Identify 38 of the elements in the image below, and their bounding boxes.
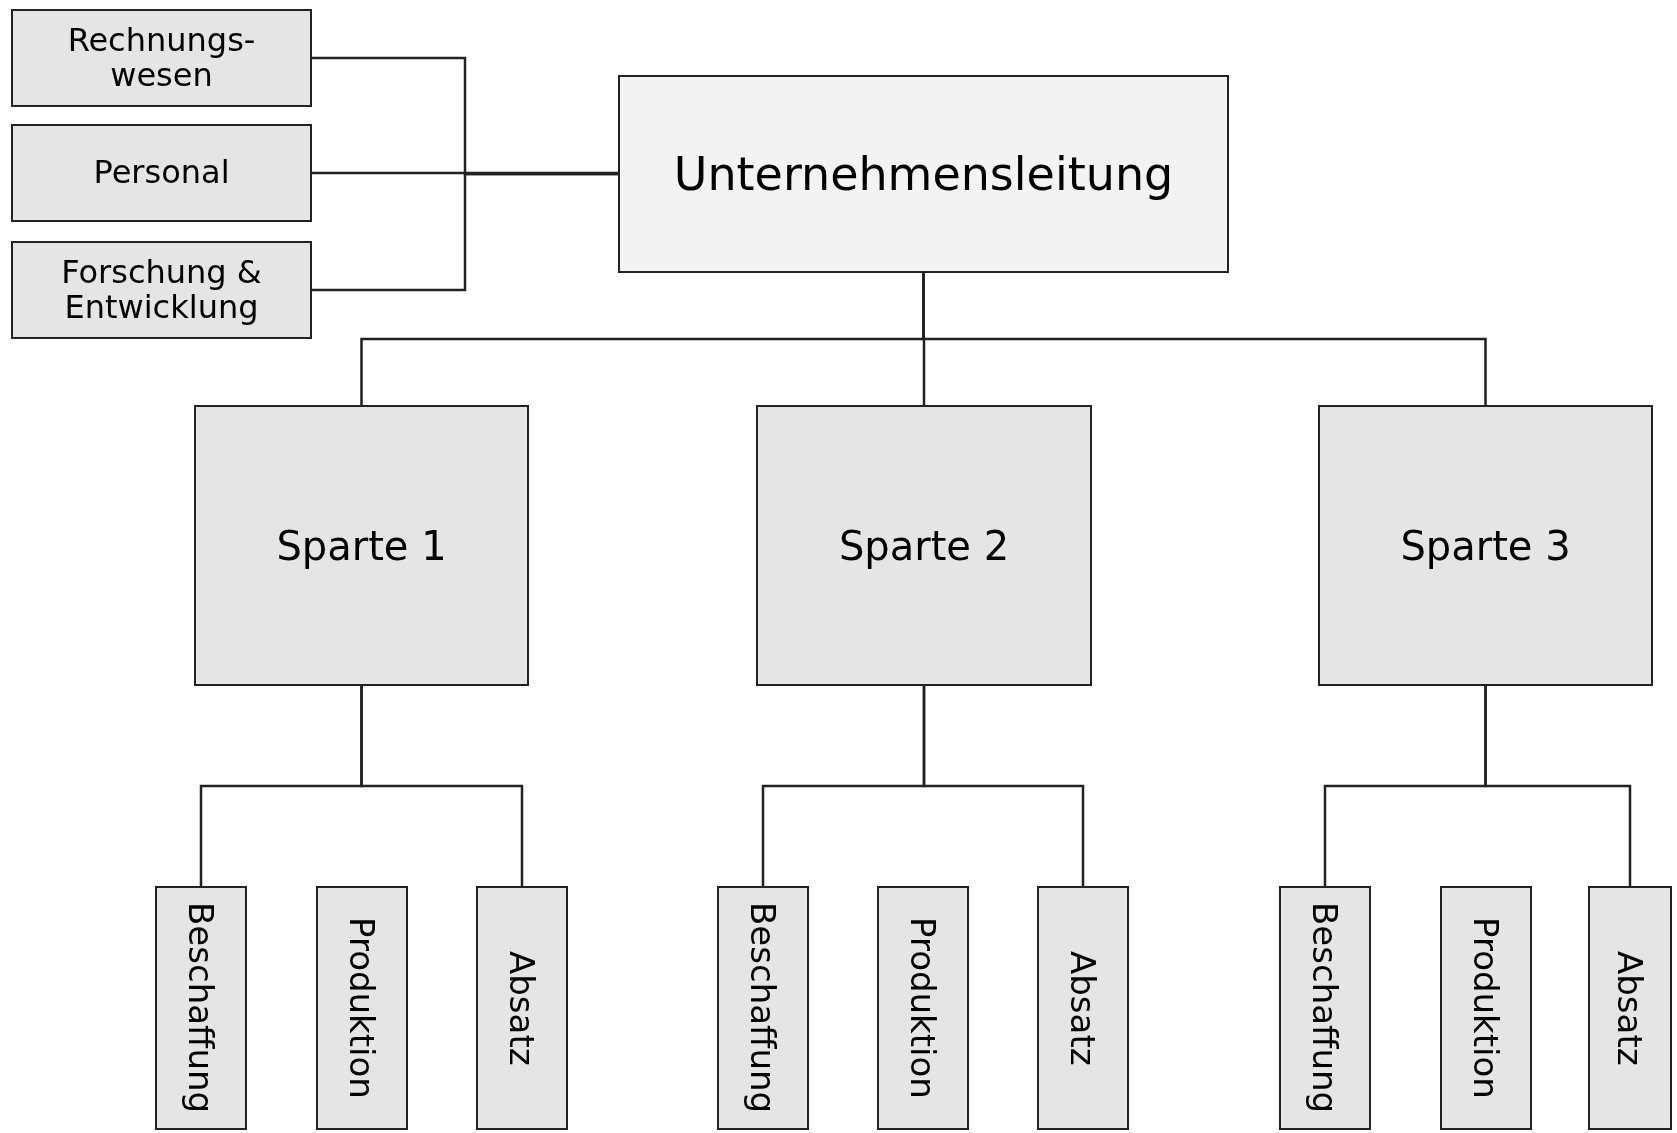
management-box bbox=[618, 75, 1229, 273]
node-label: Beschaffung bbox=[1305, 902, 1345, 1114]
node-label: Beschaffung bbox=[181, 902, 221, 1114]
division-box bbox=[194, 405, 529, 686]
staff-box bbox=[11, 241, 312, 339]
connector-line bbox=[312, 172, 618, 292]
node-label: Absatz bbox=[502, 950, 542, 1066]
node-label: Produktion bbox=[1466, 917, 1506, 1099]
department-box bbox=[316, 886, 408, 1130]
department-box bbox=[877, 886, 969, 1130]
node-label: Produktion bbox=[903, 917, 943, 1099]
node-label: Forschung & Entwicklung bbox=[60, 254, 263, 326]
node-label: Sparte 2 bbox=[838, 522, 1010, 569]
node-label: Absatz bbox=[1610, 950, 1650, 1066]
department-box bbox=[1037, 886, 1129, 1130]
department-box bbox=[717, 886, 809, 1130]
node-label: Sparte 1 bbox=[276, 522, 447, 569]
connector-line bbox=[1484, 686, 1632, 886]
node-label: Absatz bbox=[1063, 950, 1103, 1066]
node-label: Produktion bbox=[342, 917, 382, 1099]
node-label: Sparte 3 bbox=[1400, 522, 1571, 569]
staff-box bbox=[11, 9, 312, 107]
node-label: Unternehmensleitung bbox=[673, 147, 1174, 201]
division-box bbox=[1318, 405, 1653, 686]
connector-line bbox=[922, 273, 1487, 405]
node-label: Beschaffung bbox=[743, 902, 783, 1114]
connector-line bbox=[312, 171, 618, 175]
department-box bbox=[476, 886, 568, 1130]
node-label: Rechnungs- wesen bbox=[66, 22, 257, 94]
node-label: Personal bbox=[93, 155, 230, 191]
department-box bbox=[1588, 886, 1672, 1130]
connector-line bbox=[922, 686, 1085, 886]
division-box bbox=[756, 405, 1092, 686]
staff-box bbox=[11, 124, 312, 222]
department-box bbox=[1440, 886, 1532, 1130]
department-box bbox=[1279, 886, 1371, 1130]
department-box bbox=[155, 886, 247, 1130]
connector-line bbox=[360, 686, 524, 886]
